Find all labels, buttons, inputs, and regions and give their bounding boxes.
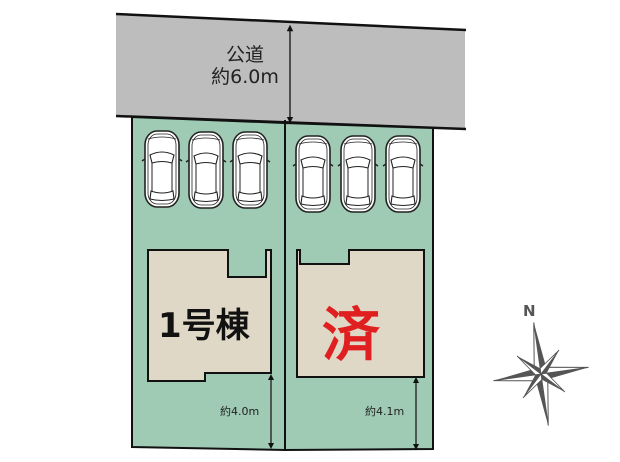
sold-mark: 済 [322,301,381,369]
public-road [115,12,467,131]
building-1 [147,249,272,382]
road-label: 公道 約6.0m [205,44,285,88]
setback-label-1: 約4.0m [220,405,260,418]
road-width: 約6.0m [211,66,279,88]
parking-lot-2 [292,135,424,213]
compass-rose-icon [493,322,589,426]
building-2-sold [296,249,425,378]
road-name: 公道 [225,44,264,66]
parking-lot-1 [141,130,271,209]
setback-label-2: 約4.1m [365,405,405,418]
north-label: N [523,302,536,320]
building-1-label: 1号棟 [158,306,250,346]
